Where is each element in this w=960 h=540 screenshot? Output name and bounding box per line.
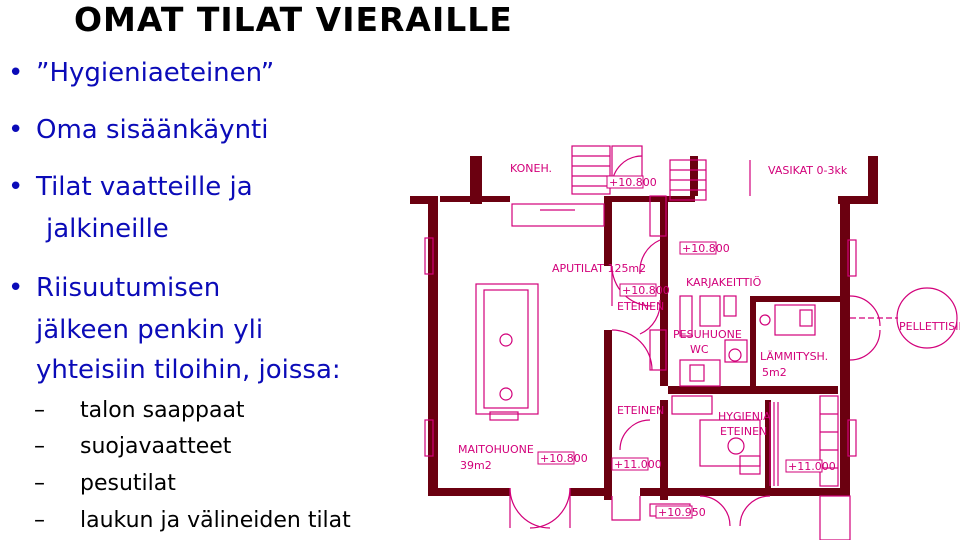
- level-label: +10.800: [609, 176, 657, 189]
- label-lammitysh-area: 5m2: [762, 366, 787, 379]
- subitem-text: suojavaatteet: [80, 434, 232, 459]
- label-aputilat: APUTILAT 125m2: [552, 262, 646, 275]
- label-karjakeittio: KARJAKEITTIÖ: [686, 276, 762, 289]
- bullet-dot: •: [8, 58, 24, 88]
- bullet-dot: •: [8, 172, 24, 202]
- label-vasikat: VASIKAT 0-3kk: [768, 164, 848, 177]
- label-pellettisiilo: PELLETTISIILO: [899, 320, 960, 333]
- label-lammitysh: LÄMMITYSH.: [760, 350, 828, 363]
- level-markers: [537, 175, 823, 519]
- level-label: +10.800: [622, 284, 670, 297]
- level-label: +11.000: [788, 460, 836, 473]
- label-pesuhuone: PESUHUONE: [673, 328, 742, 341]
- label-eteinen-1: ETEINEN: [617, 300, 664, 313]
- level-label: +10.800: [540, 452, 588, 465]
- label-eteinen-2: ETEINEN: [617, 404, 664, 417]
- bullet-text-cont: jälkeen penkin yli: [36, 315, 264, 345]
- bullet-text: ”Hygieniaeteinen”: [36, 58, 275, 88]
- label-koneh: KONEH.: [510, 162, 552, 175]
- label-hygienia-eteinen: ETEINEN: [720, 425, 767, 438]
- subitem-text: pesutilat: [80, 471, 176, 496]
- level-label: +10.800: [682, 242, 730, 255]
- subitem-text: talon saappaat: [80, 398, 245, 423]
- bullet-text-cont: jalkineille: [46, 214, 169, 244]
- subitem-text: laukun ja välineiden tilat: [80, 508, 351, 533]
- slide-title: OMAT TILAT VIERAILLE: [74, 0, 513, 39]
- bullet-dot: •: [8, 273, 24, 303]
- label-maitohuone: MAITOHUONE: [458, 443, 534, 456]
- bullet-text: Oma sisäänkäynti: [36, 115, 269, 145]
- label-maitohuone-area: 39m2: [460, 459, 492, 472]
- bullet-text: Riisuutumisen: [36, 273, 221, 303]
- plan-lines: [424, 145, 958, 540]
- level-label: +10.950: [658, 506, 706, 519]
- bullet-text-cont: yhteisiin tiloihin, joissa:: [36, 355, 341, 385]
- level-label: +11.000: [614, 458, 662, 471]
- bullet-dot: •: [8, 115, 24, 145]
- label-hygienia: HYGIENIA: [718, 410, 771, 423]
- bullet-text: Tilat vaatteille ja: [36, 172, 253, 202]
- label-wc: WC: [690, 343, 709, 356]
